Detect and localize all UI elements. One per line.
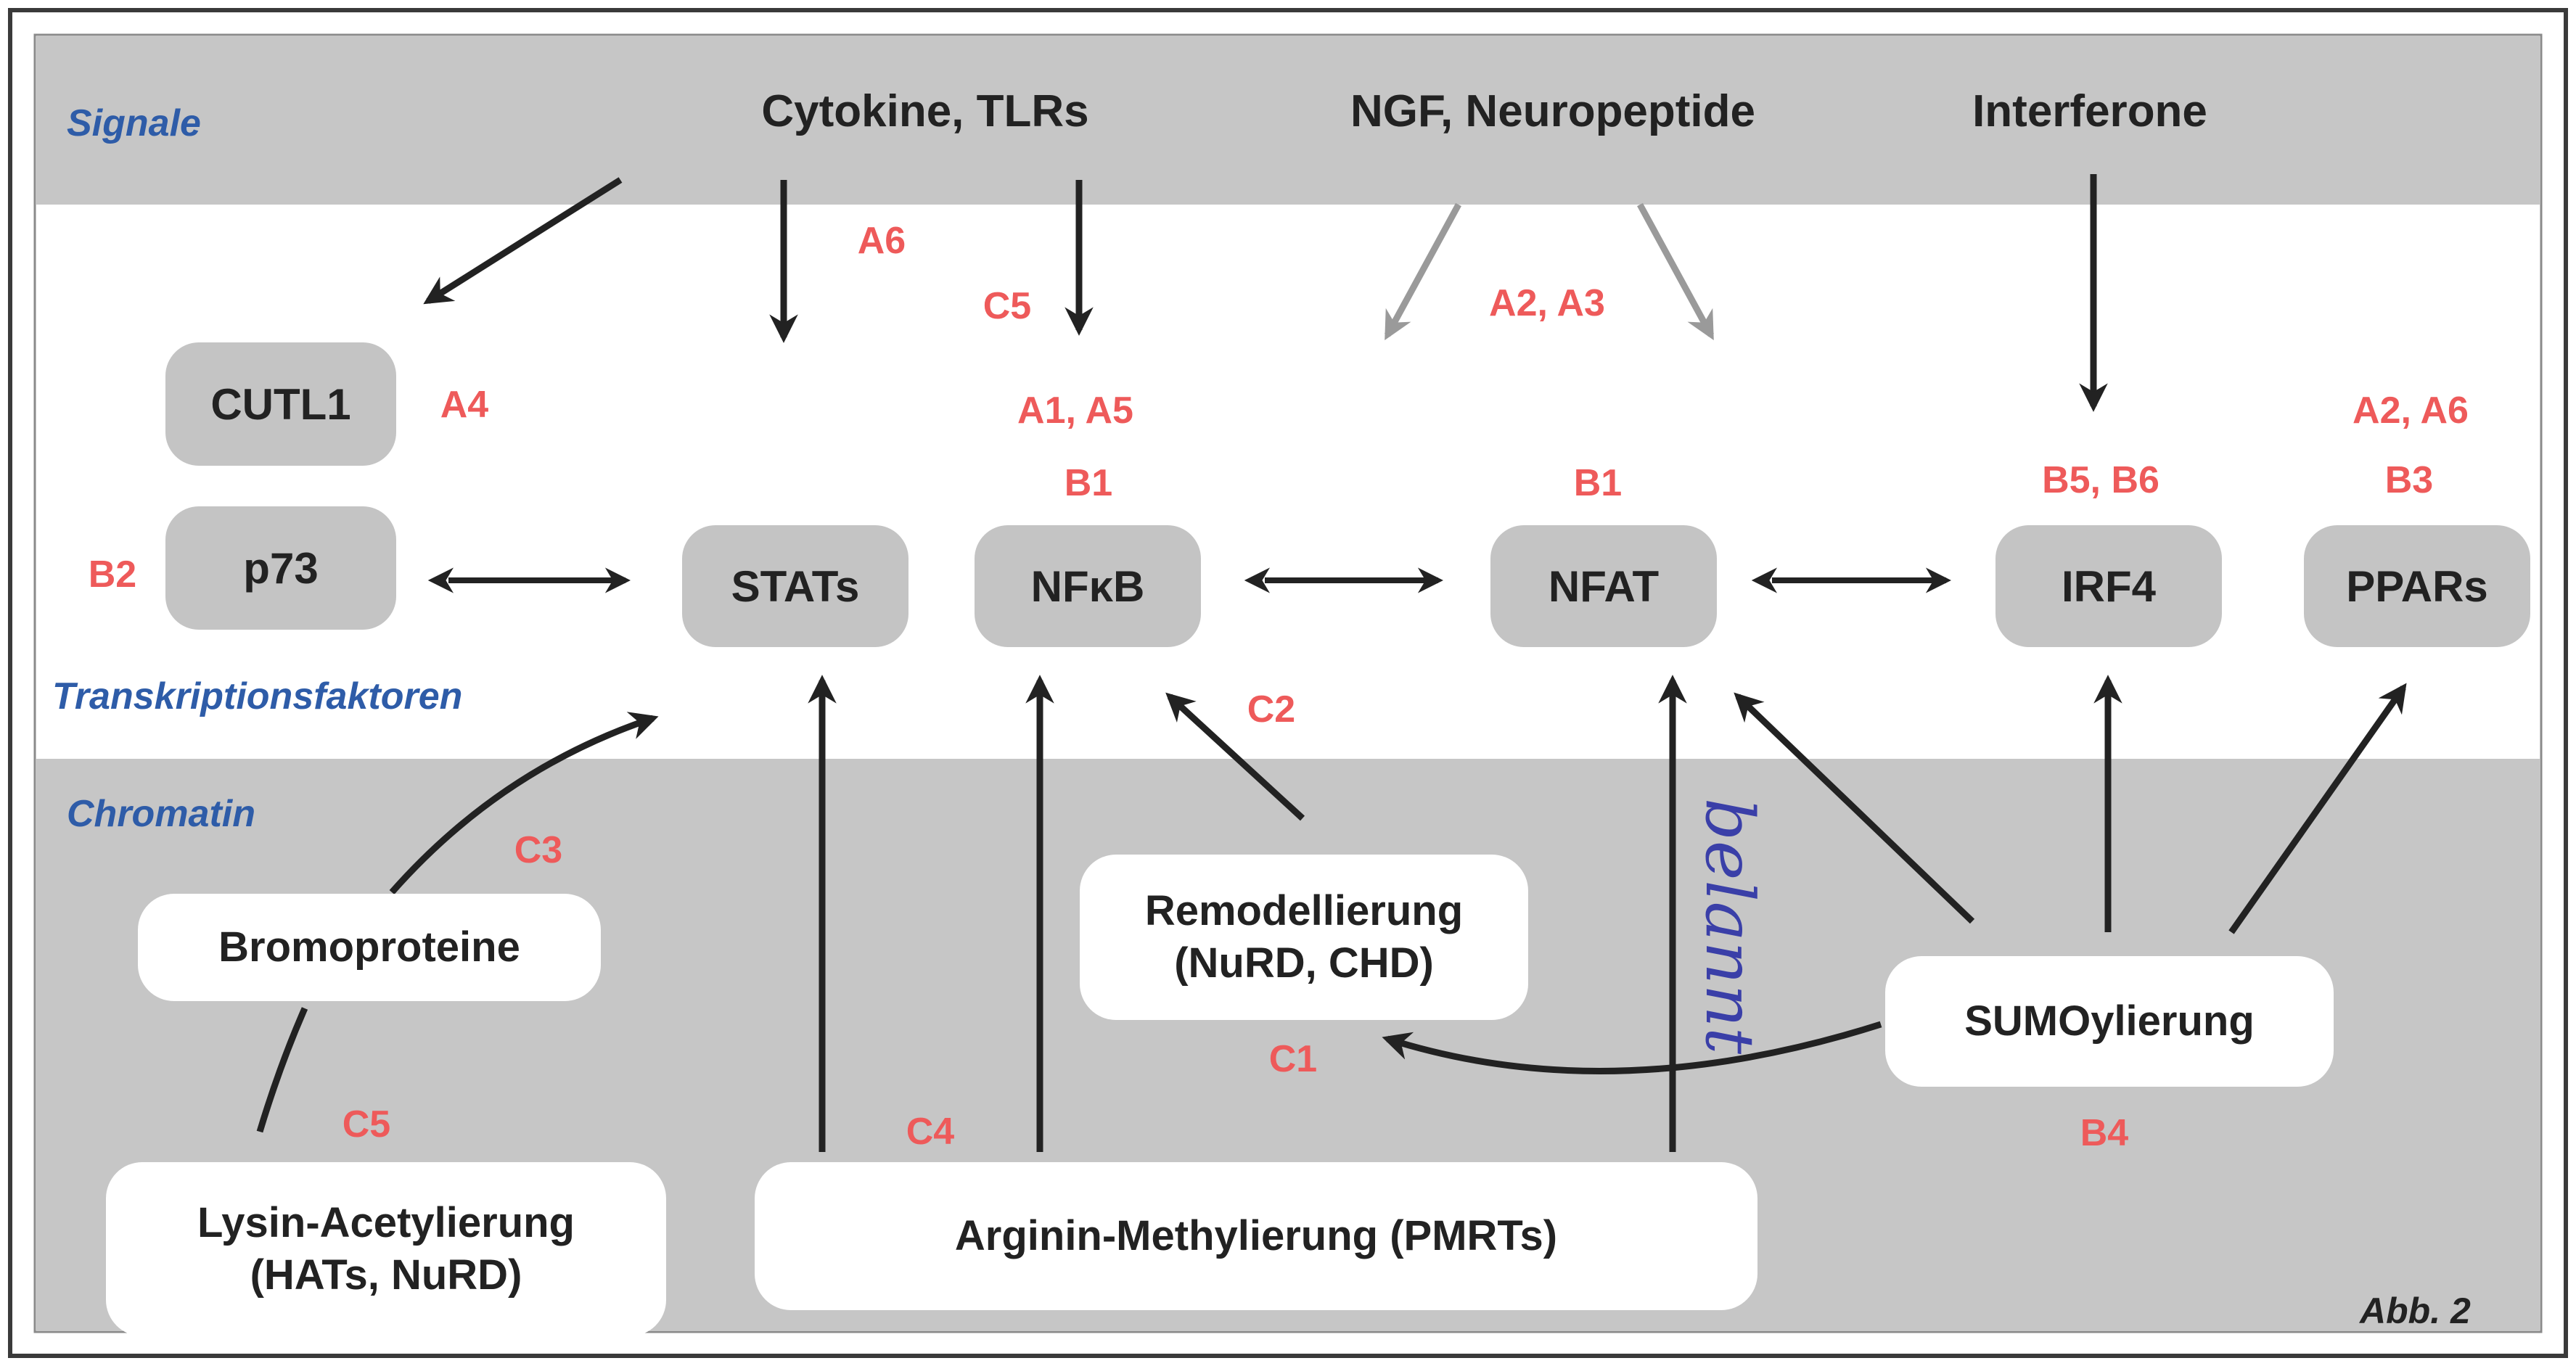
- signal-interferons: Interferone: [1972, 86, 2207, 136]
- chromatin-lysine-acetylation: Lysin-Acetylierung (HATs, NuRD): [106, 1162, 666, 1336]
- signals-band: [36, 36, 2540, 205]
- ref-a6: A6: [857, 220, 906, 262]
- tf-p73: p73: [165, 506, 396, 630]
- arrow-bromo-to-stats: [389, 712, 659, 894]
- arrow-ngf-left: [1385, 202, 1461, 340]
- tf-nfkb: NFκB: [975, 525, 1201, 647]
- tf-ppars: PPARs: [2304, 525, 2530, 647]
- ref-a2a3: A2, A3: [1489, 282, 1605, 324]
- lysine-acetylation-label: Lysin-Acetylierung: [197, 1198, 575, 1246]
- line-acetyl-to-bromo: [256, 1007, 308, 1133]
- arrow-cytokines-to-cutl1: [423, 177, 623, 305]
- section-label-transcription-factors: Transkriptionsfaktoren: [52, 675, 463, 717]
- arrow-sumo-to-ppars: [2228, 683, 2407, 934]
- arrow-sumo-to-remodel: [1382, 1021, 1882, 1074]
- arrow-sumo-to-nfat: [1734, 692, 1975, 924]
- ref-b1-nfat: B1: [1573, 462, 1623, 504]
- ref-b2: B2: [88, 554, 137, 596]
- ref-c4: C4: [906, 1111, 955, 1153]
- arrow-remodel-to-nfkb: [1165, 692, 1305, 821]
- remodeling-label: Remodellierung: [1144, 886, 1464, 934]
- ref-a1a5: A1, A5: [1017, 390, 1133, 432]
- ref-b4: B4: [2080, 1112, 2129, 1154]
- remodeling-complexes: (NuRD, CHD): [1174, 939, 1434, 987]
- tf-cutl1: CUTL1: [165, 342, 396, 466]
- ref-c5-bottom: C5: [342, 1103, 391, 1145]
- ref-c2: C2: [1247, 688, 1296, 731]
- ref-c5-top: C5: [983, 285, 1032, 327]
- tf-nfat: NFAT: [1490, 525, 1717, 647]
- section-label-signals: Signale: [67, 102, 201, 144]
- tf-stats: STATs: [682, 525, 908, 647]
- arrow-ngf-right: [1637, 202, 1714, 340]
- ref-b1-nfkb: B1: [1064, 462, 1113, 504]
- chromatin-bromoproteins: Bromoproteine: [138, 894, 601, 1001]
- ref-b3: B3: [2384, 459, 2434, 501]
- ref-c3: C3: [514, 829, 563, 871]
- ref-c1: C1: [1268, 1038, 1318, 1080]
- signal-ngf: NGF, Neuropeptide: [1350, 86, 1756, 136]
- lysine-acetylation-enzymes: (HATs, NuRD): [250, 1251, 522, 1299]
- chromatin-sumoylation: SUMOylierung: [1885, 956, 2334, 1087]
- figure-label: Abb. 2: [2360, 1291, 2471, 1331]
- tf-irf4: IRF4: [1995, 525, 2222, 647]
- signal-cytokines: Cytokine, TLRs: [761, 86, 1089, 136]
- section-label-chromatin: Chromatin: [67, 793, 255, 835]
- ref-a4: A4: [440, 384, 489, 426]
- chromatin-arginine-methylation: Arginin-Methylierung (PMRTs): [755, 1162, 1757, 1310]
- handwritten-note: belannt: [1691, 798, 1768, 1055]
- chromatin-remodeling: Remodellierung (NuRD, CHD): [1080, 855, 1528, 1020]
- ref-b5b6: B5, B6: [2042, 459, 2159, 501]
- ref-a2a6: A2, A6: [2353, 390, 2469, 432]
